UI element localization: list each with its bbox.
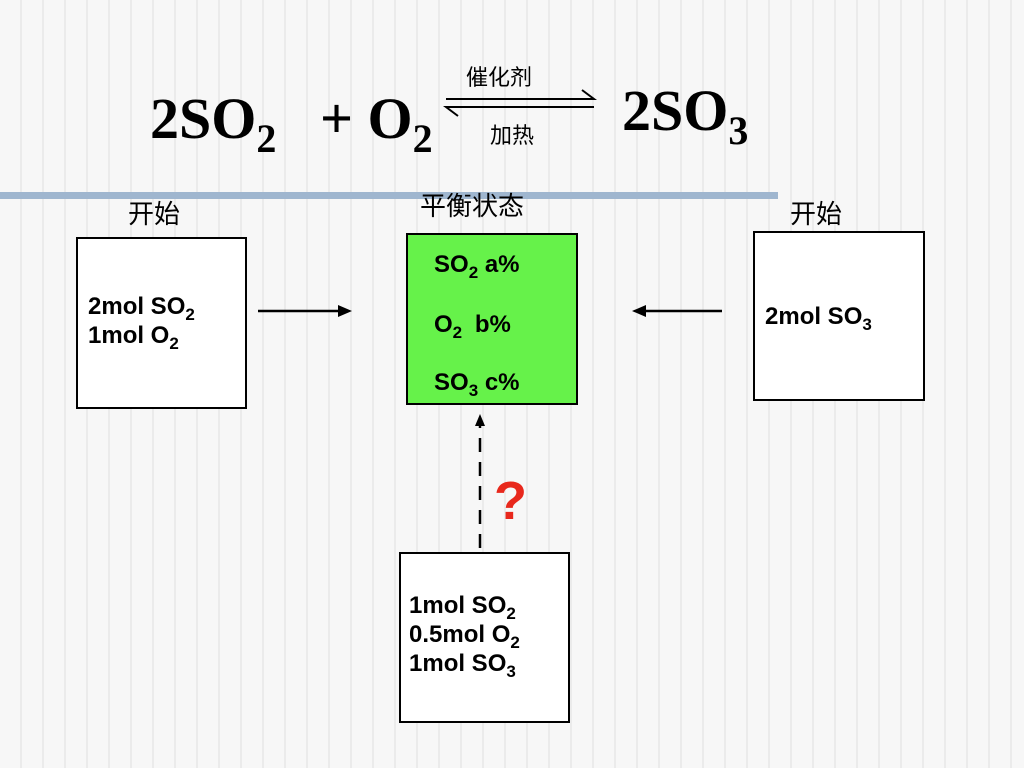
arrow-right-icon	[258, 305, 352, 317]
bottom-box-line1: 1mol SO2	[409, 592, 520, 623]
equilibrium-label: 平衡状态	[420, 192, 525, 222]
right-box-line1: 2mol SO3	[765, 303, 872, 334]
left-start-label: 开始	[128, 200, 181, 230]
catalyst-label: 催化剂	[466, 66, 533, 91]
bottom-box-line2-sub: 2	[510, 632, 520, 652]
divider-bar	[0, 192, 778, 199]
eq-row-so2-value: a%	[484, 251, 520, 278]
dashed-arrow-up-icon	[475, 414, 485, 548]
left-box-line2: 1mol O2	[88, 321, 195, 353]
eq-row-o2-sub: 2	[452, 323, 463, 342]
eq-row-so3-species: SO	[434, 369, 469, 396]
right-box-line1-sub: 3	[862, 315, 872, 334]
reactant-o2-text: + O	[320, 86, 413, 151]
product-so3-sub: 3	[728, 108, 749, 153]
right-start-label: 开始	[790, 200, 843, 230]
reversible-arrow-icon	[443, 89, 597, 117]
left-box-line2-sub: 2	[169, 333, 179, 353]
bottom-box-content: 1mol SO2 0.5mol O2 1mol SO3	[409, 592, 520, 681]
eq-row-so2-species: SO	[434, 251, 469, 278]
right-start-box: 2mol SO3	[753, 231, 925, 401]
right-box-line1-text: 2mol SO	[765, 303, 863, 330]
eq-row-so3: SO3 c%	[434, 369, 520, 400]
eq-row-o2-species: O	[434, 311, 453, 338]
reactant-o2: + O2	[320, 90, 433, 159]
bottom-box-line2-text: 0.5mol O	[409, 620, 511, 648]
left-box-line1: 2mol SO2	[88, 293, 195, 324]
product-so3: 2SO3	[622, 82, 748, 151]
bottom-box-line3: 1mol SO3	[409, 649, 520, 681]
bottom-box-line1-sub: 2	[506, 604, 516, 623]
reactant-o2-sub: 2	[412, 116, 433, 161]
bottom-box-line3-sub: 3	[506, 661, 516, 681]
left-box-line2-text: 1mol O	[88, 321, 170, 349]
product-so3-text: 2SO	[622, 78, 729, 143]
left-box-line1-sub: 2	[185, 305, 195, 324]
eq-row-o2-value: b%	[474, 311, 511, 338]
condition-label: 加热	[490, 124, 535, 149]
arrow-left-icon	[632, 305, 722, 317]
eq-row-o2: O2 b%	[434, 311, 511, 342]
bottom-box-line3-text: 1mol SO	[409, 649, 507, 677]
bottom-box-line1-text: 1mol SO	[409, 592, 507, 619]
left-box-content: 2mol SO2 1mol O2	[88, 293, 195, 353]
eq-row-so2-sub: 2	[468, 263, 479, 282]
reactant-so2-sub: 2	[256, 116, 277, 161]
eq-row-so2: SO2 a%	[434, 251, 520, 282]
left-box-line1-text: 2mol SO	[88, 293, 186, 320]
equilibrium-box: SO2 a% O2 b% SO3 c%	[406, 233, 578, 405]
eq-row-so3-value: c%	[484, 369, 520, 396]
reactant-so2: 2SO2	[150, 90, 276, 159]
left-start-box: 2mol SO2 1mol O2	[76, 237, 247, 409]
reactant-so2-text: 2SO	[150, 86, 257, 151]
bottom-start-box: 1mol SO2 0.5mol O2 1mol SO3	[399, 552, 570, 723]
bottom-box-line2: 0.5mol O2	[409, 620, 520, 652]
question-mark: ?	[494, 471, 527, 531]
eq-row-so3-sub: 3	[468, 381, 479, 400]
